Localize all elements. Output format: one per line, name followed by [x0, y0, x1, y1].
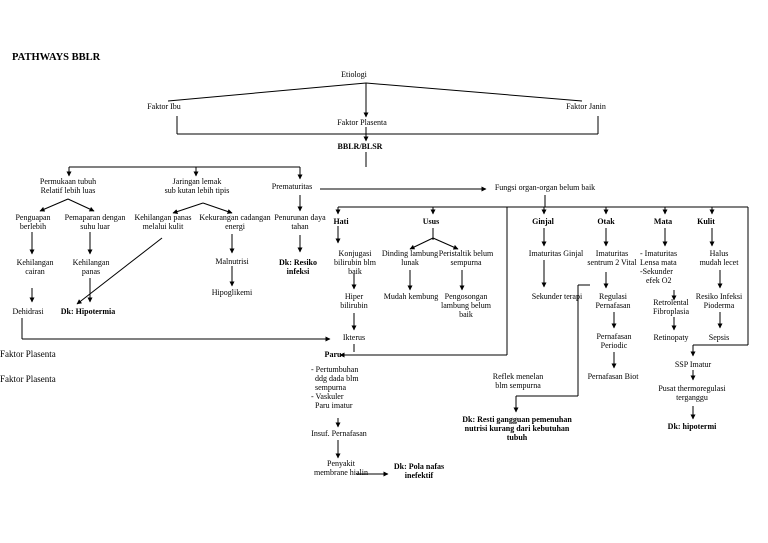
node-faktor-plasenta: Faktor Plasenta [337, 118, 387, 127]
node-faktor-ibu: Faktor Ibu [147, 102, 181, 111]
connector [202, 202, 233, 214]
node-bblr: BBLR/BLSR [337, 142, 383, 151]
connector [172, 202, 204, 214]
node-usus: Usus [422, 217, 440, 226]
node-ikterus: Ikterus [342, 333, 366, 342]
node-dehidrasi: Dehidrasi [12, 307, 44, 316]
node-sepsis: Sepsis [708, 333, 730, 342]
page-title: PATHWAYS BBLR [12, 52, 101, 63]
node-insuf: Insuf. Pernafasan [311, 429, 367, 438]
node-mata: Mata [653, 217, 673, 226]
node-fungsi-organ: Fungsi organ-organ belum baik [494, 183, 596, 192]
connector [167, 82, 367, 102]
node-otak: Otak [597, 217, 615, 226]
node-ssp-imatur: SSP Imatur [674, 360, 712, 369]
node-paru: Paru [324, 350, 342, 359]
node-retinopaty: Retinopaty [653, 333, 689, 342]
node-prematuritas: Prematuritas [271, 182, 313, 191]
connector [365, 82, 583, 102]
connector [432, 237, 459, 250]
node-malnutrisi: Malnutrisi [215, 257, 249, 266]
node-hipoglikemi: Hipoglikemi [211, 288, 253, 297]
connector [409, 237, 434, 250]
node-faktor-janin: Faktor Janin [566, 102, 606, 111]
node-etiologi: Etiologi [341, 70, 367, 79]
side-label-faktor-plasenta-2: Faktor Plasenta [0, 374, 56, 384]
connector [76, 237, 163, 305]
node-kulit: Kulit [697, 217, 715, 226]
node-mudah-kembung: Mudah kembung [383, 292, 439, 301]
node-dk-hipotermia: Dk: Hipotermia [60, 307, 116, 316]
node-imaturitas-ginjal: Imaturitas Ginjal [528, 249, 584, 258]
connector [67, 198, 95, 212]
node-dk-hipotermi: Dk: hipotermi [667, 422, 717, 431]
node-ginjal: Ginjal [532, 217, 554, 226]
side-label-faktor-plasenta-1: Faktor Plasenta [0, 349, 56, 359]
node-pernafasan-biot: Pernafasan Biot [587, 372, 639, 381]
connector [39, 198, 69, 212]
node-hati: Hati [333, 217, 349, 226]
node-sekunder-terapi: Sekunder terapi [531, 292, 583, 301]
